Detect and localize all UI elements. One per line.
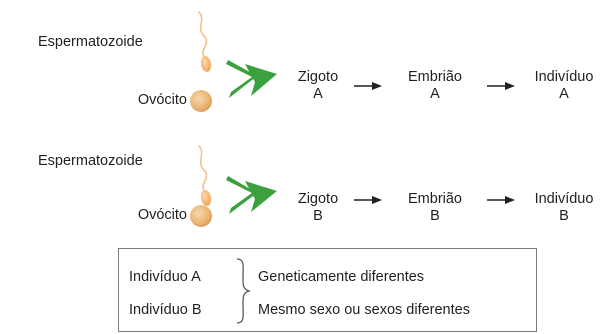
oocyte-a-icon — [190, 90, 212, 112]
individual-label-a: Indivíduo A — [524, 69, 604, 103]
individual-letter-a: A — [559, 86, 569, 102]
individual-letter-b: B — [559, 208, 569, 224]
arrow-zygote-embryo-a-icon — [354, 82, 382, 90]
embryo-letter-a: A — [430, 86, 440, 102]
oocyte-b-icon — [190, 205, 212, 227]
oocyte-label-a: Ovócito — [137, 92, 187, 108]
fertilization-arrow-b-icon — [226, 176, 277, 214]
zygote-name-a: Zigoto — [297, 69, 339, 85]
sperm-label-a: Espermatozoide — [38, 34, 143, 50]
arrow-embryo-individual-b-icon — [487, 196, 515, 204]
sperm-b-icon — [198, 145, 212, 206]
individual-label-b: Indivíduo B — [524, 191, 604, 225]
embryo-letter-b: B — [430, 208, 440, 224]
summary-same-or-different-sex: Mesmo sexo ou sexos diferentes — [258, 302, 470, 318]
summary-box: Indivíduo A Indivíduo B Geneticamente di… — [118, 248, 537, 332]
zygote-letter-a: A — [313, 86, 323, 102]
arrow-embryo-individual-a-icon — [487, 82, 515, 90]
zygote-name-b: Zigoto — [297, 191, 339, 207]
fertilization-arrow-a-icon — [226, 60, 277, 98]
summary-genetically-different: Geneticamente diferentes — [258, 269, 425, 285]
embryo-name-a: Embrião — [408, 69, 462, 85]
embryo-label-b: Embrião B — [398, 191, 472, 225]
summary-individual-b: Indivíduo B — [129, 302, 202, 318]
zygote-label-b: Zigoto B — [288, 191, 348, 225]
arrow-zygote-embryo-b-icon — [354, 196, 382, 204]
embryo-label-a: Embrião A — [398, 69, 472, 103]
sperm-a-icon — [198, 11, 212, 72]
embryo-name-b: Embrião — [408, 191, 462, 207]
oocyte-label-b: Ovócito — [137, 207, 187, 223]
individual-name-a: Indivíduo — [534, 69, 594, 85]
zygote-label-a: Zigoto A — [288, 69, 348, 103]
curly-brace-icon — [236, 258, 252, 324]
zygote-letter-b: B — [313, 208, 323, 224]
sperm-label-b: Espermatozoide — [38, 153, 143, 169]
summary-individual-a: Indivíduo A — [129, 269, 201, 285]
individual-name-b: Indivíduo — [534, 191, 594, 207]
